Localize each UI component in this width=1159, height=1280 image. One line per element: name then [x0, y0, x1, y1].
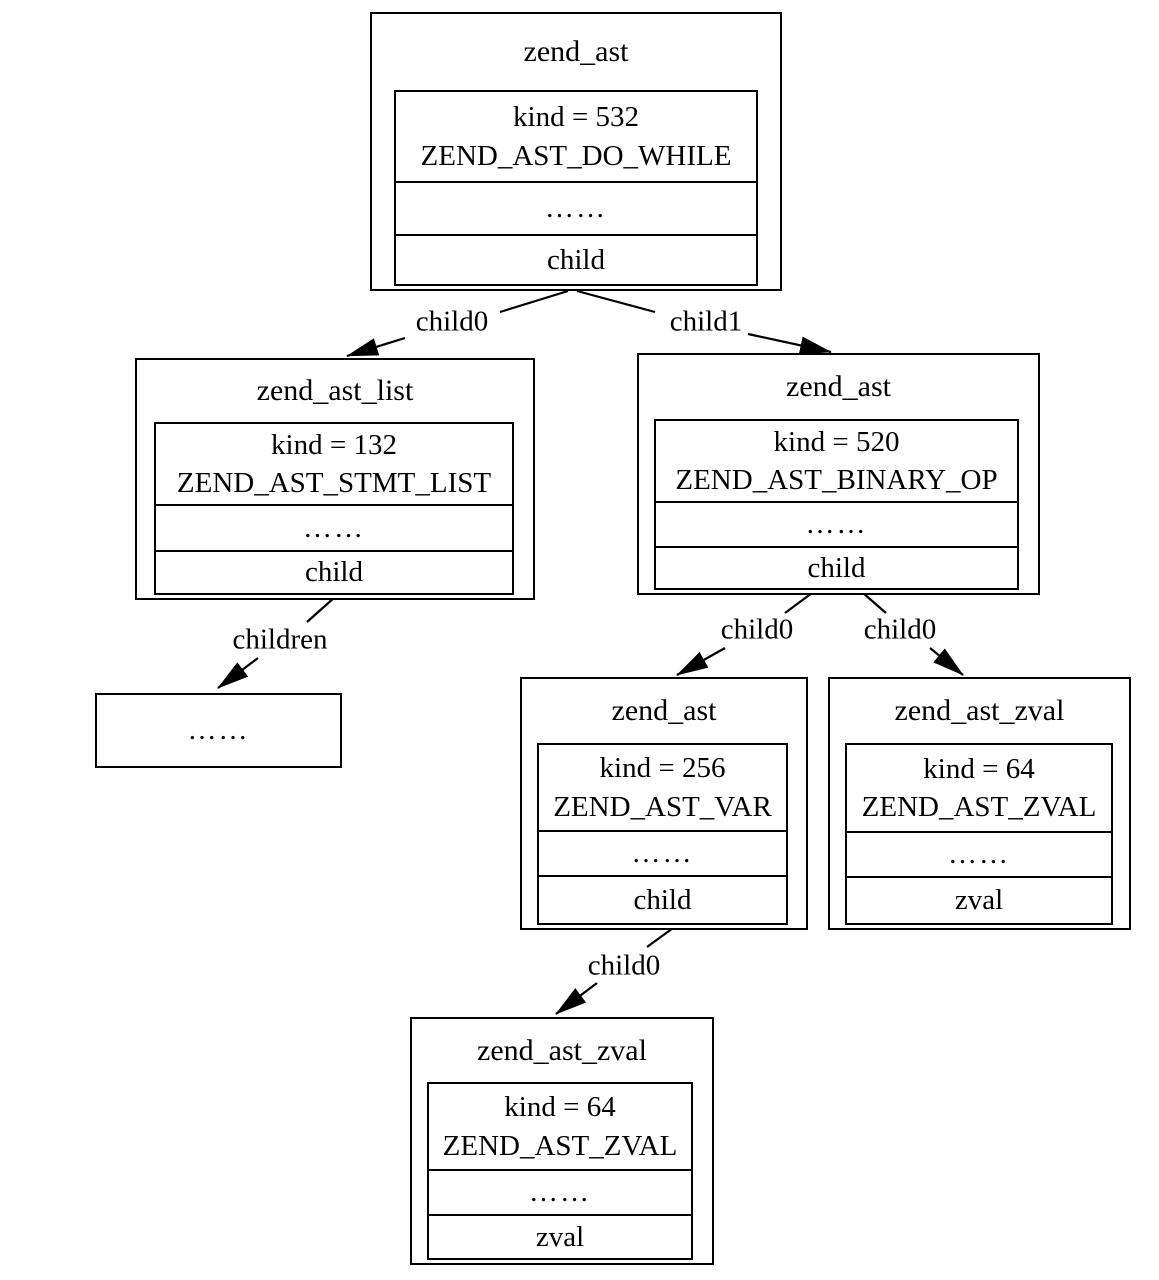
field-kind: kind = 64 ZEND_AST_ZVAL [847, 745, 1111, 831]
edge-child0-left-a [499, 289, 569, 314]
kind-value: kind = 64 [923, 752, 1035, 785]
edge-child1-b [747, 332, 832, 355]
field-pointer: child [396, 234, 756, 284]
kind-value: kind = 532 [513, 101, 639, 134]
struct-fields: kind = 532 ZEND_AST_DO_WHILE …… child [394, 90, 758, 286]
field-kind: kind = 64 ZEND_AST_ZVAL [429, 1084, 691, 1169]
edge-child1-a [576, 289, 656, 314]
field-pointer: child [156, 550, 512, 593]
field-ellipsis: …… [429, 1169, 691, 1214]
struct-fields: kind = 64 ZEND_AST_ZVAL …… zval [845, 743, 1113, 925]
edge-child0-var-a [784, 592, 813, 614]
kind-value: kind = 256 [599, 752, 726, 785]
field-kind: kind = 532 ZEND_AST_DO_WHILE [396, 92, 756, 181]
edge-label-child0-zval: child0 [860, 613, 940, 647]
edge-label-child0-left: child0 [412, 305, 492, 339]
node-do-while: zend_ast kind = 532 ZEND_AST_DO_WHILE ……… [370, 12, 782, 291]
field-ellipsis: …… [156, 504, 512, 550]
struct-fields: kind = 64 ZEND_AST_ZVAL …… zval [427, 1082, 693, 1260]
field-kind: kind = 256 ZEND_AST_VAR [539, 745, 786, 830]
node-binary-op: zend_ast kind = 520 ZEND_AST_BINARY_OP …… [637, 353, 1040, 595]
kind-constant: ZEND_AST_DO_WHILE [420, 139, 732, 172]
field-pointer: zval [429, 1214, 691, 1258]
node-var: zend_ast kind = 256 ZEND_AST_VAR …… chil… [520, 677, 808, 930]
node-zval-bottom: zend_ast_zval kind = 64 ZEND_AST_ZVAL ……… [410, 1017, 714, 1265]
struct-fields: kind = 520 ZEND_AST_BINARY_OP …… child [654, 419, 1019, 590]
edge-children-b [217, 657, 259, 689]
kind-constant: ZEND_AST_ZVAL [861, 791, 1097, 823]
struct-title: zend_ast [523, 35, 629, 68]
kind-value: kind = 64 [504, 1091, 616, 1124]
node-stmt-list: zend_ast_list kind = 132 ZEND_AST_STMT_L… [135, 358, 535, 600]
node-zval-right: zend_ast_zval kind = 64 ZEND_AST_ZVAL ……… [828, 677, 1131, 930]
kind-constant: ZEND_AST_ZVAL [442, 1129, 678, 1162]
edge-child0-zval-b [929, 647, 964, 676]
edge-label-child1: child1 [666, 305, 746, 339]
kind-value: kind = 520 [773, 425, 900, 458]
field-ellipsis: …… [847, 831, 1111, 876]
field-pointer: zval [847, 876, 1111, 923]
struct-fields: kind = 256 ZEND_AST_VAR …… child [537, 743, 788, 925]
field-ellipsis: …… [539, 830, 786, 875]
field-pointer: child [539, 875, 786, 923]
kind-constant: ZEND_AST_VAR [553, 790, 772, 823]
edge-child0-zval-a [862, 592, 887, 614]
field-ellipsis: …… [396, 181, 756, 234]
edge-child0-bottom-a [646, 927, 674, 948]
edge-children-a [306, 596, 336, 623]
edge-child0-bottom-b [555, 982, 598, 1015]
edge-child0-left-b [346, 336, 406, 358]
field-kind: kind = 132 ZEND_AST_STMT_LIST [156, 424, 512, 504]
field-pointer: child [656, 546, 1017, 588]
edge-label-children: children [229, 623, 331, 657]
kind-value: kind = 132 [271, 428, 397, 461]
struct-title: zend_ast_list [256, 374, 414, 407]
field-kind: kind = 520 ZEND_AST_BINARY_OP [656, 421, 1017, 501]
kind-constant: ZEND_AST_STMT_LIST [176, 467, 492, 499]
kind-constant: ZEND_AST_BINARY_OP [675, 464, 998, 496]
edge-label-child0-var: child0 [717, 613, 797, 647]
field-ellipsis: …… [656, 501, 1017, 546]
struct-title: zend_ast [786, 370, 891, 403]
edge-label-child0-bottom: child0 [584, 949, 664, 983]
struct-title: zend_ast_zval [477, 1033, 647, 1067]
edge-child0-var-b [676, 647, 726, 676]
children-placeholder-box: …… [95, 693, 342, 768]
struct-fields: kind = 132 ZEND_AST_STMT_LIST …… child [154, 422, 514, 595]
struct-title: zend_ast [611, 694, 717, 727]
struct-title: zend_ast_zval [894, 694, 1065, 727]
